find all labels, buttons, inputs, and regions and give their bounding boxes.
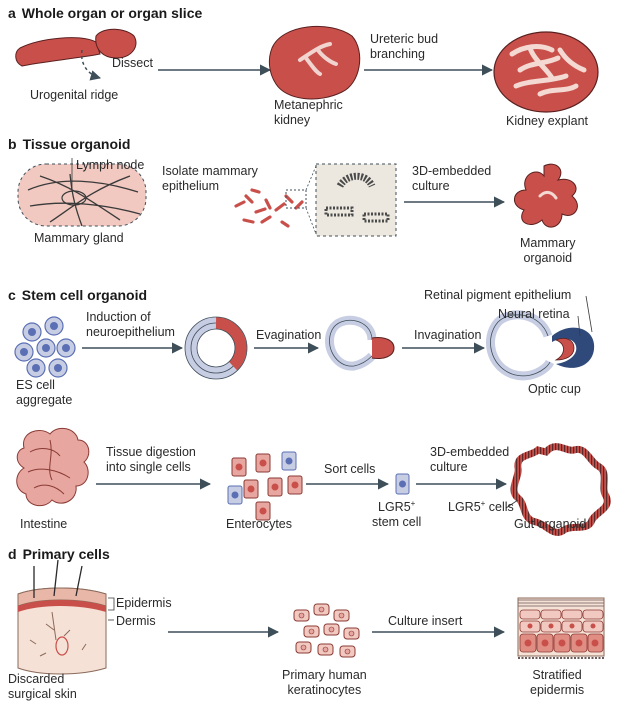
keratinocytes-illustration [293, 603, 360, 658]
urogenital-ridge-illustration [15, 28, 137, 81]
neuroepithelium-ring-illustration [184, 316, 248, 380]
enterocytes-illustration [227, 451, 303, 521]
label-culture-insert: Culture insert [388, 614, 463, 628]
mammary-fragments-illustration [234, 188, 307, 228]
mammary-gland-illustration [17, 158, 147, 227]
label-lgr5-cells: LGR5+ cells [448, 498, 514, 514]
stratified-epidermis-illustration [517, 597, 605, 659]
optic-vesicle-illustration [325, 315, 395, 371]
label-lymph-node: Lymph node [76, 158, 145, 172]
label-mammary-gland: Mammary gland [34, 231, 124, 245]
metanephric-kidney-illustration [268, 25, 361, 100]
label-invagination: Invagination [414, 328, 482, 342]
label-enterocytes: Enterocytes [226, 517, 293, 531]
label-epidermis: Epidermis [116, 596, 172, 610]
label-urogenital-ridge: Urogenital ridge [30, 88, 119, 102]
surgical-skin-illustration [17, 559, 115, 675]
kidney-explant-illustration [493, 31, 599, 113]
label-optic-cup: Optic cup [528, 382, 581, 396]
intestine-illustration [16, 427, 90, 507]
label-retinal-pigment-epithelium: Retinal pigment epithelium [424, 288, 572, 302]
label-neural-retina: Neural retina [498, 307, 570, 321]
label-intestine: Intestine [20, 517, 68, 531]
label-dermis: Dermis [116, 614, 156, 628]
optic-cup-illustration [486, 295, 595, 381]
label-kidney-explant: Kidney explant [506, 114, 589, 128]
label-gut-organoid: Gut organoid [514, 517, 587, 531]
lgr5-stem-cell-illustration [395, 473, 410, 495]
label-evagination: Evagination [256, 328, 322, 342]
mammary-organoid-illustration [514, 163, 578, 228]
isolated-epithelium-inset [305, 163, 397, 237]
es-cell-aggregate-illustration [14, 316, 76, 378]
gut-organoid-illustration [505, 443, 611, 536]
label-lgr5-stem-cell: LGR5+ stem cell [372, 498, 422, 529]
label-sort-cells: Sort cells [324, 462, 376, 476]
label-dissect: Dissect [112, 56, 153, 70]
